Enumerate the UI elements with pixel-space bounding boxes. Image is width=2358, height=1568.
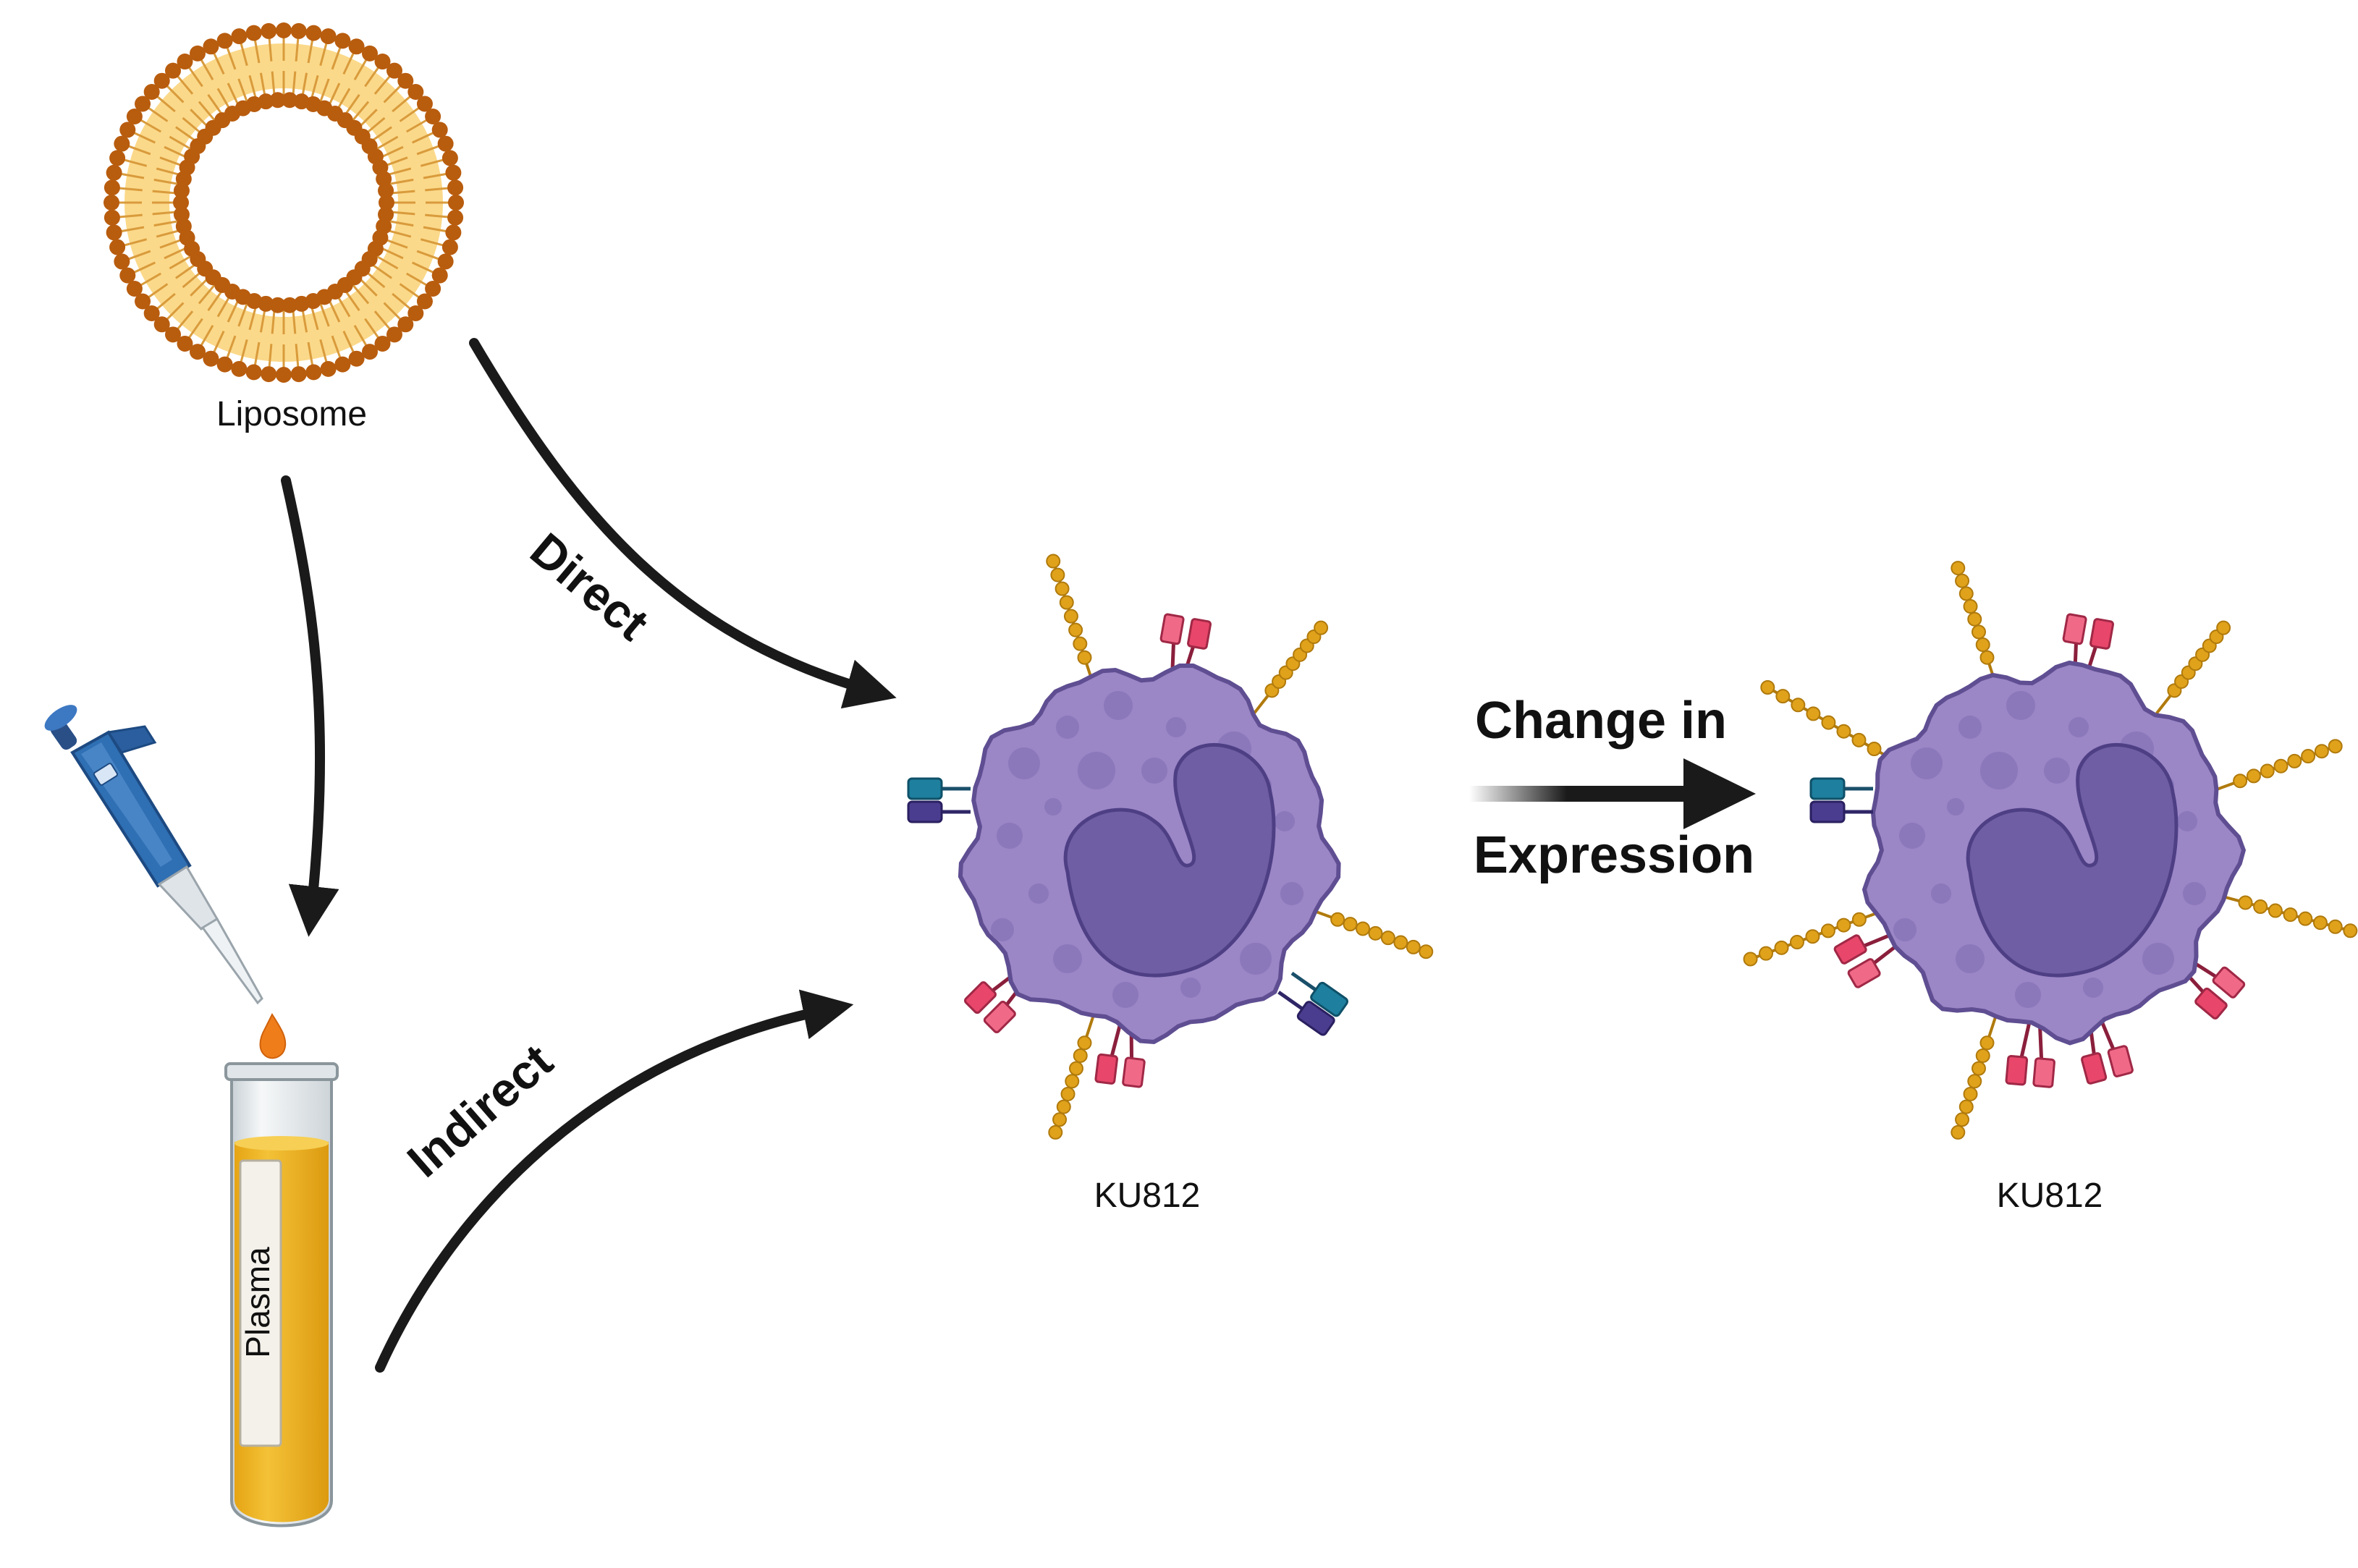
liposome-label: Liposome [216,395,367,433]
liposome-icon [103,22,464,383]
direct-arrow [469,338,897,709]
plasma-label: Plasma [239,1247,276,1358]
pipette-icon [44,705,287,1059]
cell-label-after: KU812 [1997,1177,2103,1215]
change-arrow [1469,758,1756,829]
ku812-cell-before [907,554,1434,1140]
change-label-line1: Change in [1475,692,1727,750]
droplet-icon [259,1012,287,1059]
ku812-cell-after [1743,561,2358,1140]
plasma-tube-icon [224,1062,339,1527]
cell-label-before: KU812 [1094,1177,1201,1215]
indirect-label: Indirect [397,1034,562,1187]
direct-label: Direct [520,522,659,650]
indirect-arrow [375,989,854,1373]
liposome-to-plasma-arrow [281,475,339,937]
change-label-line2: Expression [1474,826,1754,884]
